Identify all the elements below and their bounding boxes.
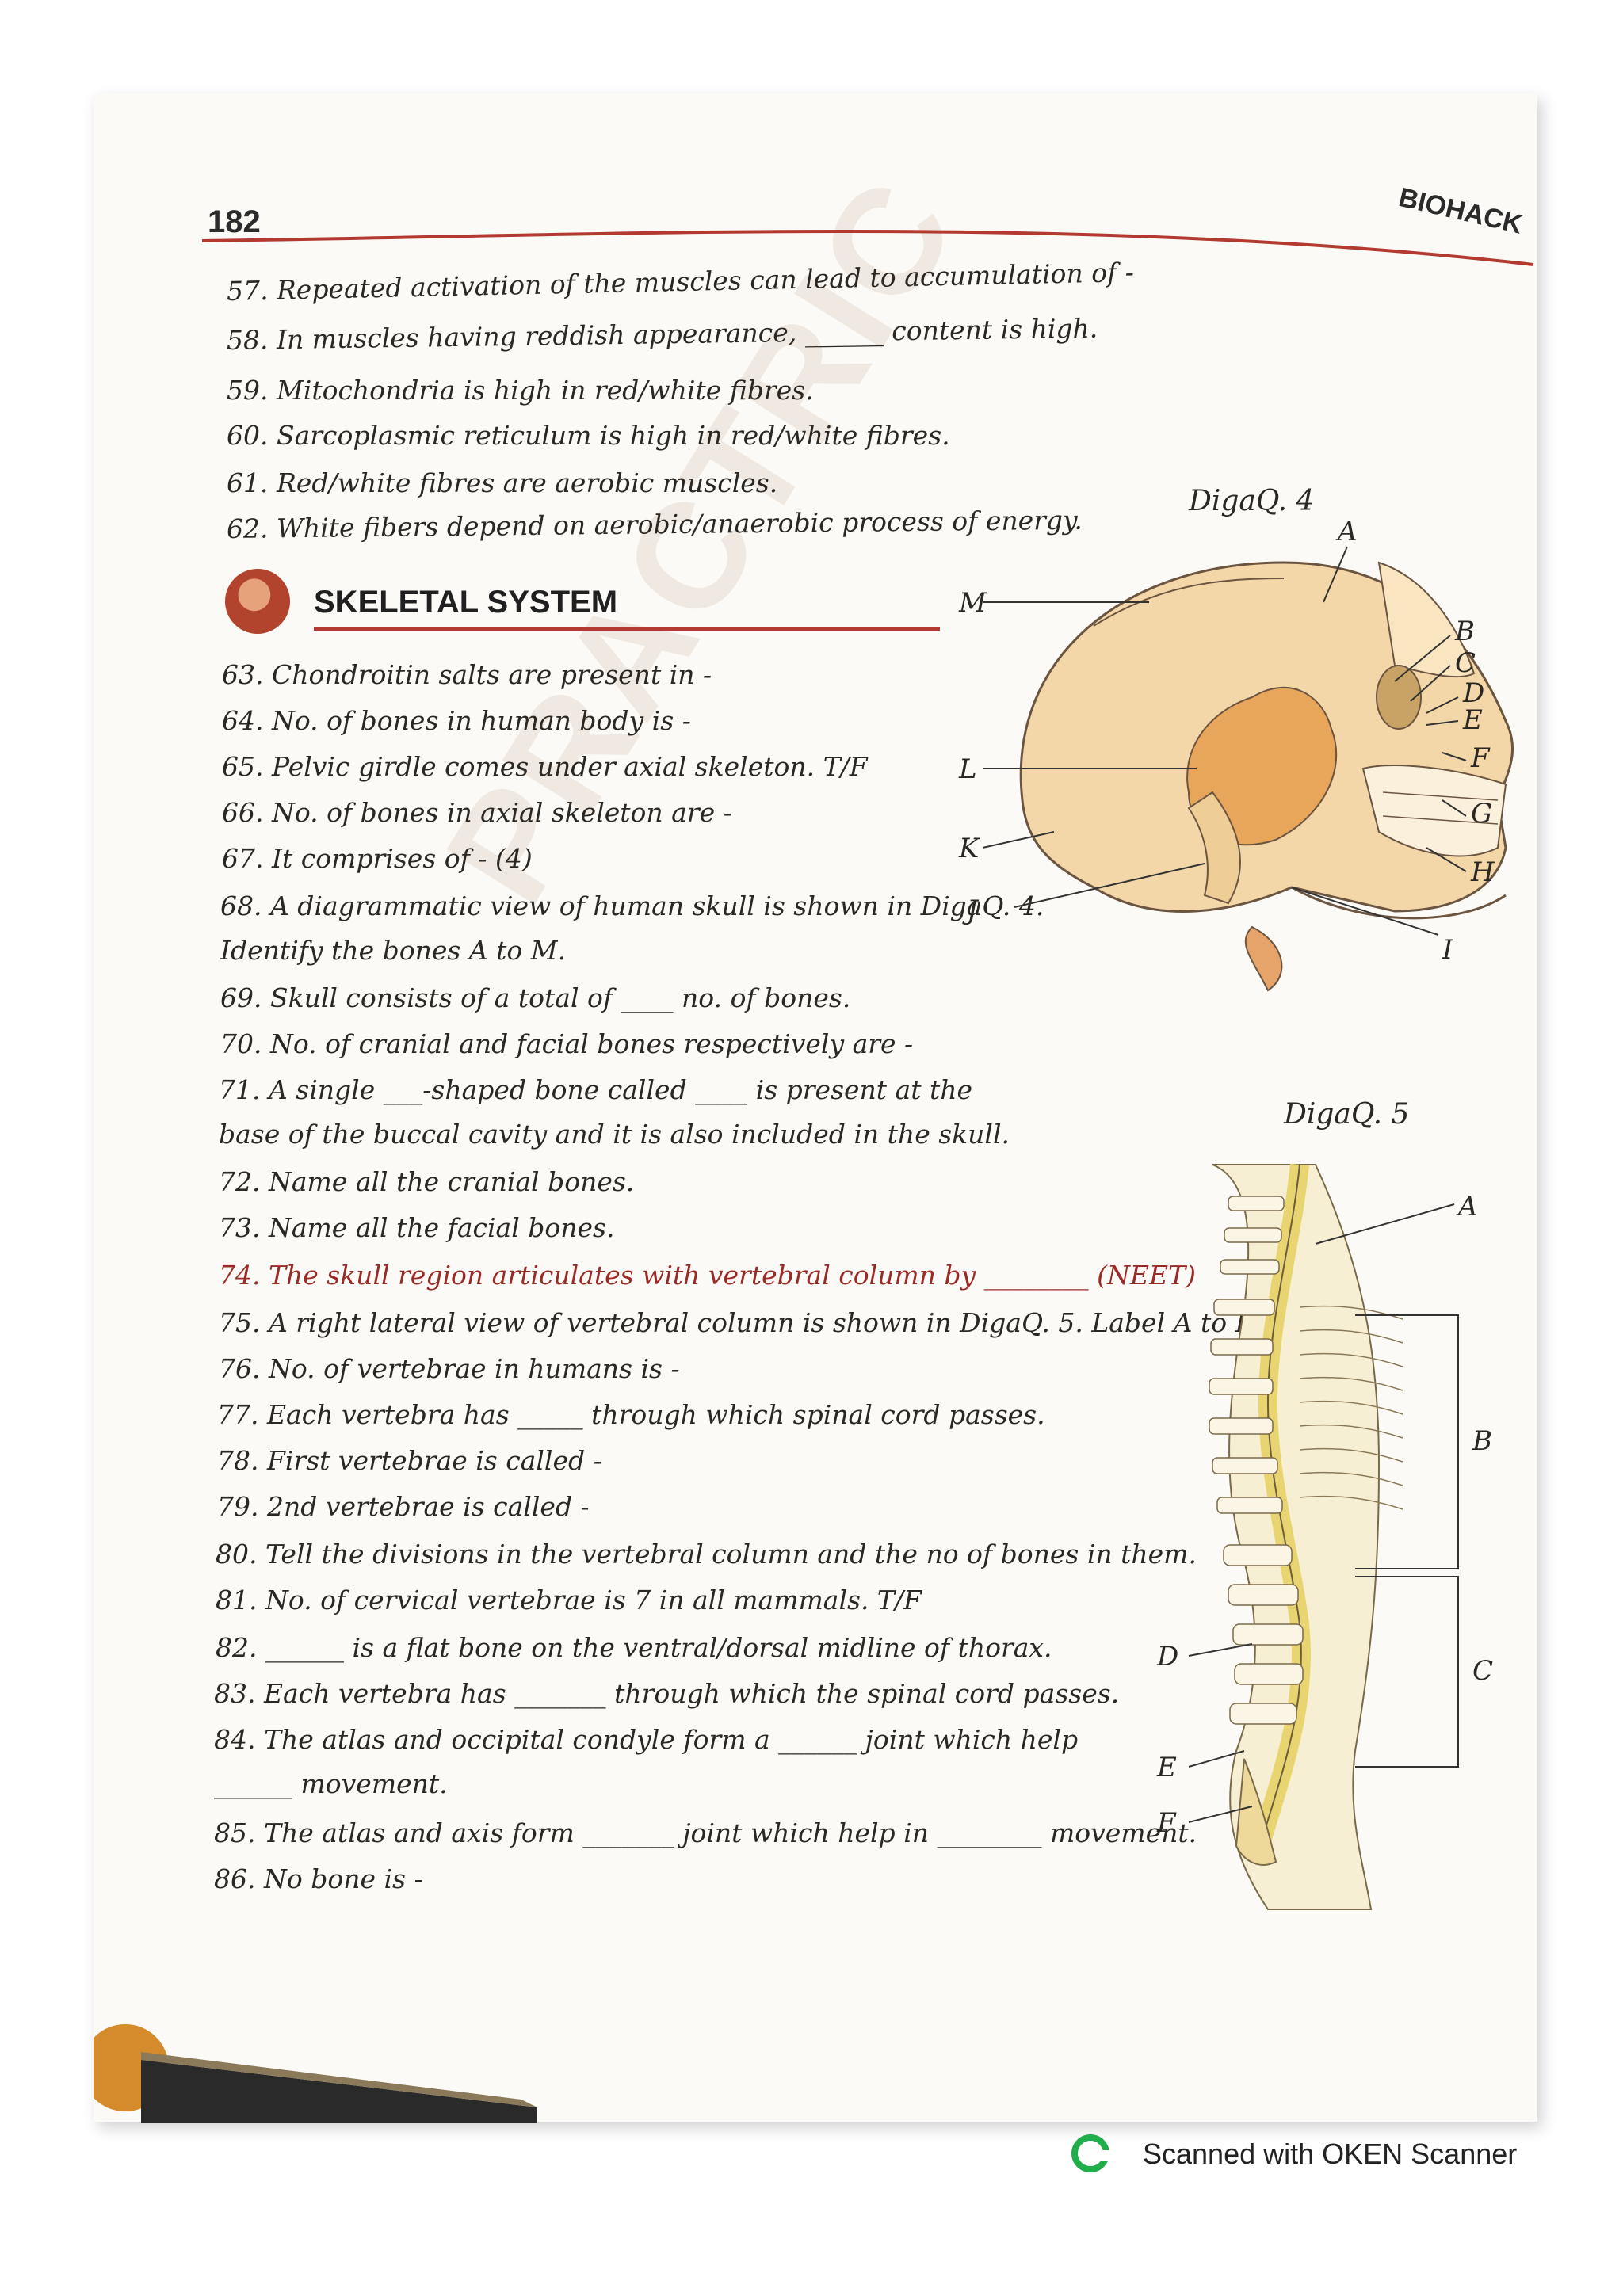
skull-label-b: B bbox=[1454, 616, 1475, 647]
skull-label-i: I bbox=[1442, 934, 1453, 966]
scanner-badge: Scanned with OKEN Scanner bbox=[1071, 2131, 1547, 2179]
skull-label-k: K bbox=[958, 833, 981, 864]
spine-label-c: C bbox=[1472, 1655, 1493, 1687]
question-65: 65. Pelvic girdle comes under axial skel… bbox=[222, 751, 868, 782]
figure-4-caption: DigaQ. 4 bbox=[1189, 485, 1315, 517]
oken-logo-icon bbox=[1071, 2134, 1116, 2172]
skull-diagram: A B C D E F G H I J K L M bbox=[958, 516, 1514, 992]
question-68-cont: Identify the bones A to M. bbox=[220, 935, 567, 966]
spine-label-a: A bbox=[1456, 1191, 1478, 1222]
question-81: 81. No. of cervical vertebrae is 7 in al… bbox=[216, 1585, 922, 1615]
spine-label-f: F bbox=[1156, 1807, 1177, 1839]
question-66: 66. No. of bones in axial skeleton are - bbox=[222, 797, 732, 828]
question-80: 80. Tell the divisions in the vertebral … bbox=[216, 1539, 1197, 1569]
question-72: 72. Name all the cranial bones. bbox=[219, 1166, 635, 1197]
skull-label-f: F bbox=[1470, 742, 1491, 774]
question-68: 68. A diagrammatic view of human skull i… bbox=[220, 891, 1044, 921]
figure-5-caption: DigaQ. 5 bbox=[1284, 1098, 1410, 1131]
skull-label-h: H bbox=[1470, 856, 1495, 888]
scanner-text: Scanned with OKEN Scanner bbox=[1143, 2138, 1518, 2170]
skull-label-a: A bbox=[1335, 516, 1358, 547]
page-number: 182 bbox=[208, 204, 261, 239]
question-76: 76. No. of vertebrae in humans is - bbox=[219, 1353, 680, 1384]
question-73: 73. Name all the facial bones. bbox=[219, 1212, 615, 1243]
spine-diagram: A B C D E F bbox=[1156, 1163, 1493, 1910]
question-70: 70. No. of cranial and facial bones resp… bbox=[220, 1028, 914, 1059]
question-64: 64. No. of bones in human body is - bbox=[222, 705, 691, 736]
spine-label-d: D bbox=[1156, 1641, 1178, 1672]
question-79: 79. 2nd vertebrae is called - bbox=[217, 1491, 590, 1522]
skull-label-m: M bbox=[958, 587, 987, 619]
question-77: 77. Each vertebra has _____ through whic… bbox=[217, 1399, 1045, 1430]
question-86: 86. No bone is - bbox=[214, 1863, 423, 1894]
skull-label-j: J bbox=[962, 894, 980, 926]
corner-decoration bbox=[94, 2024, 537, 2123]
question-71: 71. A single ___-shaped bone called ____… bbox=[219, 1074, 973, 1105]
header-swoosh bbox=[202, 230, 1533, 266]
spine-label-b: B bbox=[1472, 1425, 1492, 1457]
skull-label-l: L bbox=[958, 753, 977, 785]
question-61: 61. Red/white fibres are aerobic muscles… bbox=[227, 467, 778, 498]
skull-label-d: D bbox=[1462, 677, 1484, 709]
section-underline bbox=[314, 627, 940, 631]
question-84-cont: ______ movement. bbox=[214, 1768, 448, 1799]
question-74-neet: 74. The skull region articulates with ve… bbox=[219, 1260, 1196, 1291]
question-67: 67. It comprises of - (4) bbox=[222, 843, 533, 874]
question-75: 75. A right lateral view of vertebral co… bbox=[219, 1307, 1258, 1338]
question-84: 84. The atlas and occipital condyle form… bbox=[214, 1724, 1079, 1755]
question-71-cont: base of the buccal cavity and it is also… bbox=[219, 1119, 1010, 1150]
section-title: SKELETAL SYSTEM bbox=[314, 585, 618, 620]
skull-label-g: G bbox=[1471, 798, 1492, 830]
question-59: 59. Mitochondria is high in red/white fi… bbox=[227, 375, 814, 406]
section-heading: SKELETAL SYSTEM bbox=[225, 569, 940, 640]
author-avatar bbox=[225, 569, 290, 634]
spine-label-e: E bbox=[1156, 1752, 1177, 1783]
question-63: 63. Chondroitin salts are present in - bbox=[222, 659, 712, 690]
question-82: 82. ______ is a flat bone on the ventral… bbox=[216, 1632, 1052, 1663]
question-69: 69. Skull consists of a total of ____ no… bbox=[220, 982, 851, 1013]
question-83: 83. Each vertebra has _______ through wh… bbox=[214, 1678, 1120, 1709]
question-60: 60. Sarcoplasmic reticulum is high in re… bbox=[227, 420, 950, 451]
skull-label-e: E bbox=[1462, 704, 1483, 736]
question-78: 78. First vertebrae is called - bbox=[217, 1445, 602, 1476]
skull-label-c: C bbox=[1455, 647, 1476, 679]
question-85: 85. The atlas and axis form _______ join… bbox=[214, 1817, 1197, 1848]
